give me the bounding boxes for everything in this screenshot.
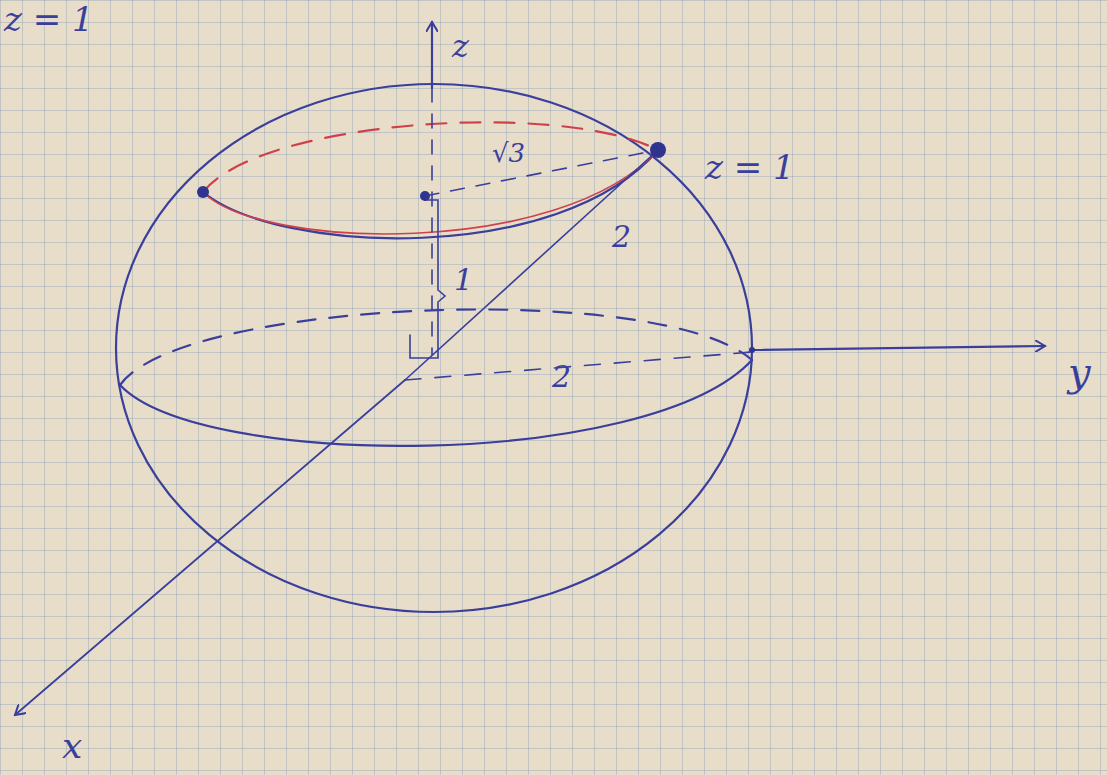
section-back [203,122,658,192]
plane-equation: z = 1 [705,150,795,184]
radius-label: 2 [612,222,631,252]
axis-label: y [1068,352,1091,392]
point [420,191,430,201]
y-axis-inner [405,352,752,380]
z-axis [431,22,433,88]
x-axis [15,380,405,715]
section-radius-label: √3 [492,140,525,166]
point [749,347,755,353]
y-axis [752,346,1045,350]
height-bracket [410,200,445,358]
plane-equation: z = 1 [4,2,94,36]
z-axis-inner [431,88,433,355]
equator-back [120,309,752,385]
radius-label: 2 [552,362,571,392]
sphere-outline [116,84,752,612]
section-front [203,150,658,238]
section-radius [425,150,658,196]
section-front-red [203,150,658,234]
equator-front [120,360,752,446]
height-label: 1 [454,265,473,295]
point [650,142,666,158]
radius-line [405,150,658,380]
axis-label: x [62,728,82,764]
axis-label: z [452,30,469,62]
point [197,186,209,198]
